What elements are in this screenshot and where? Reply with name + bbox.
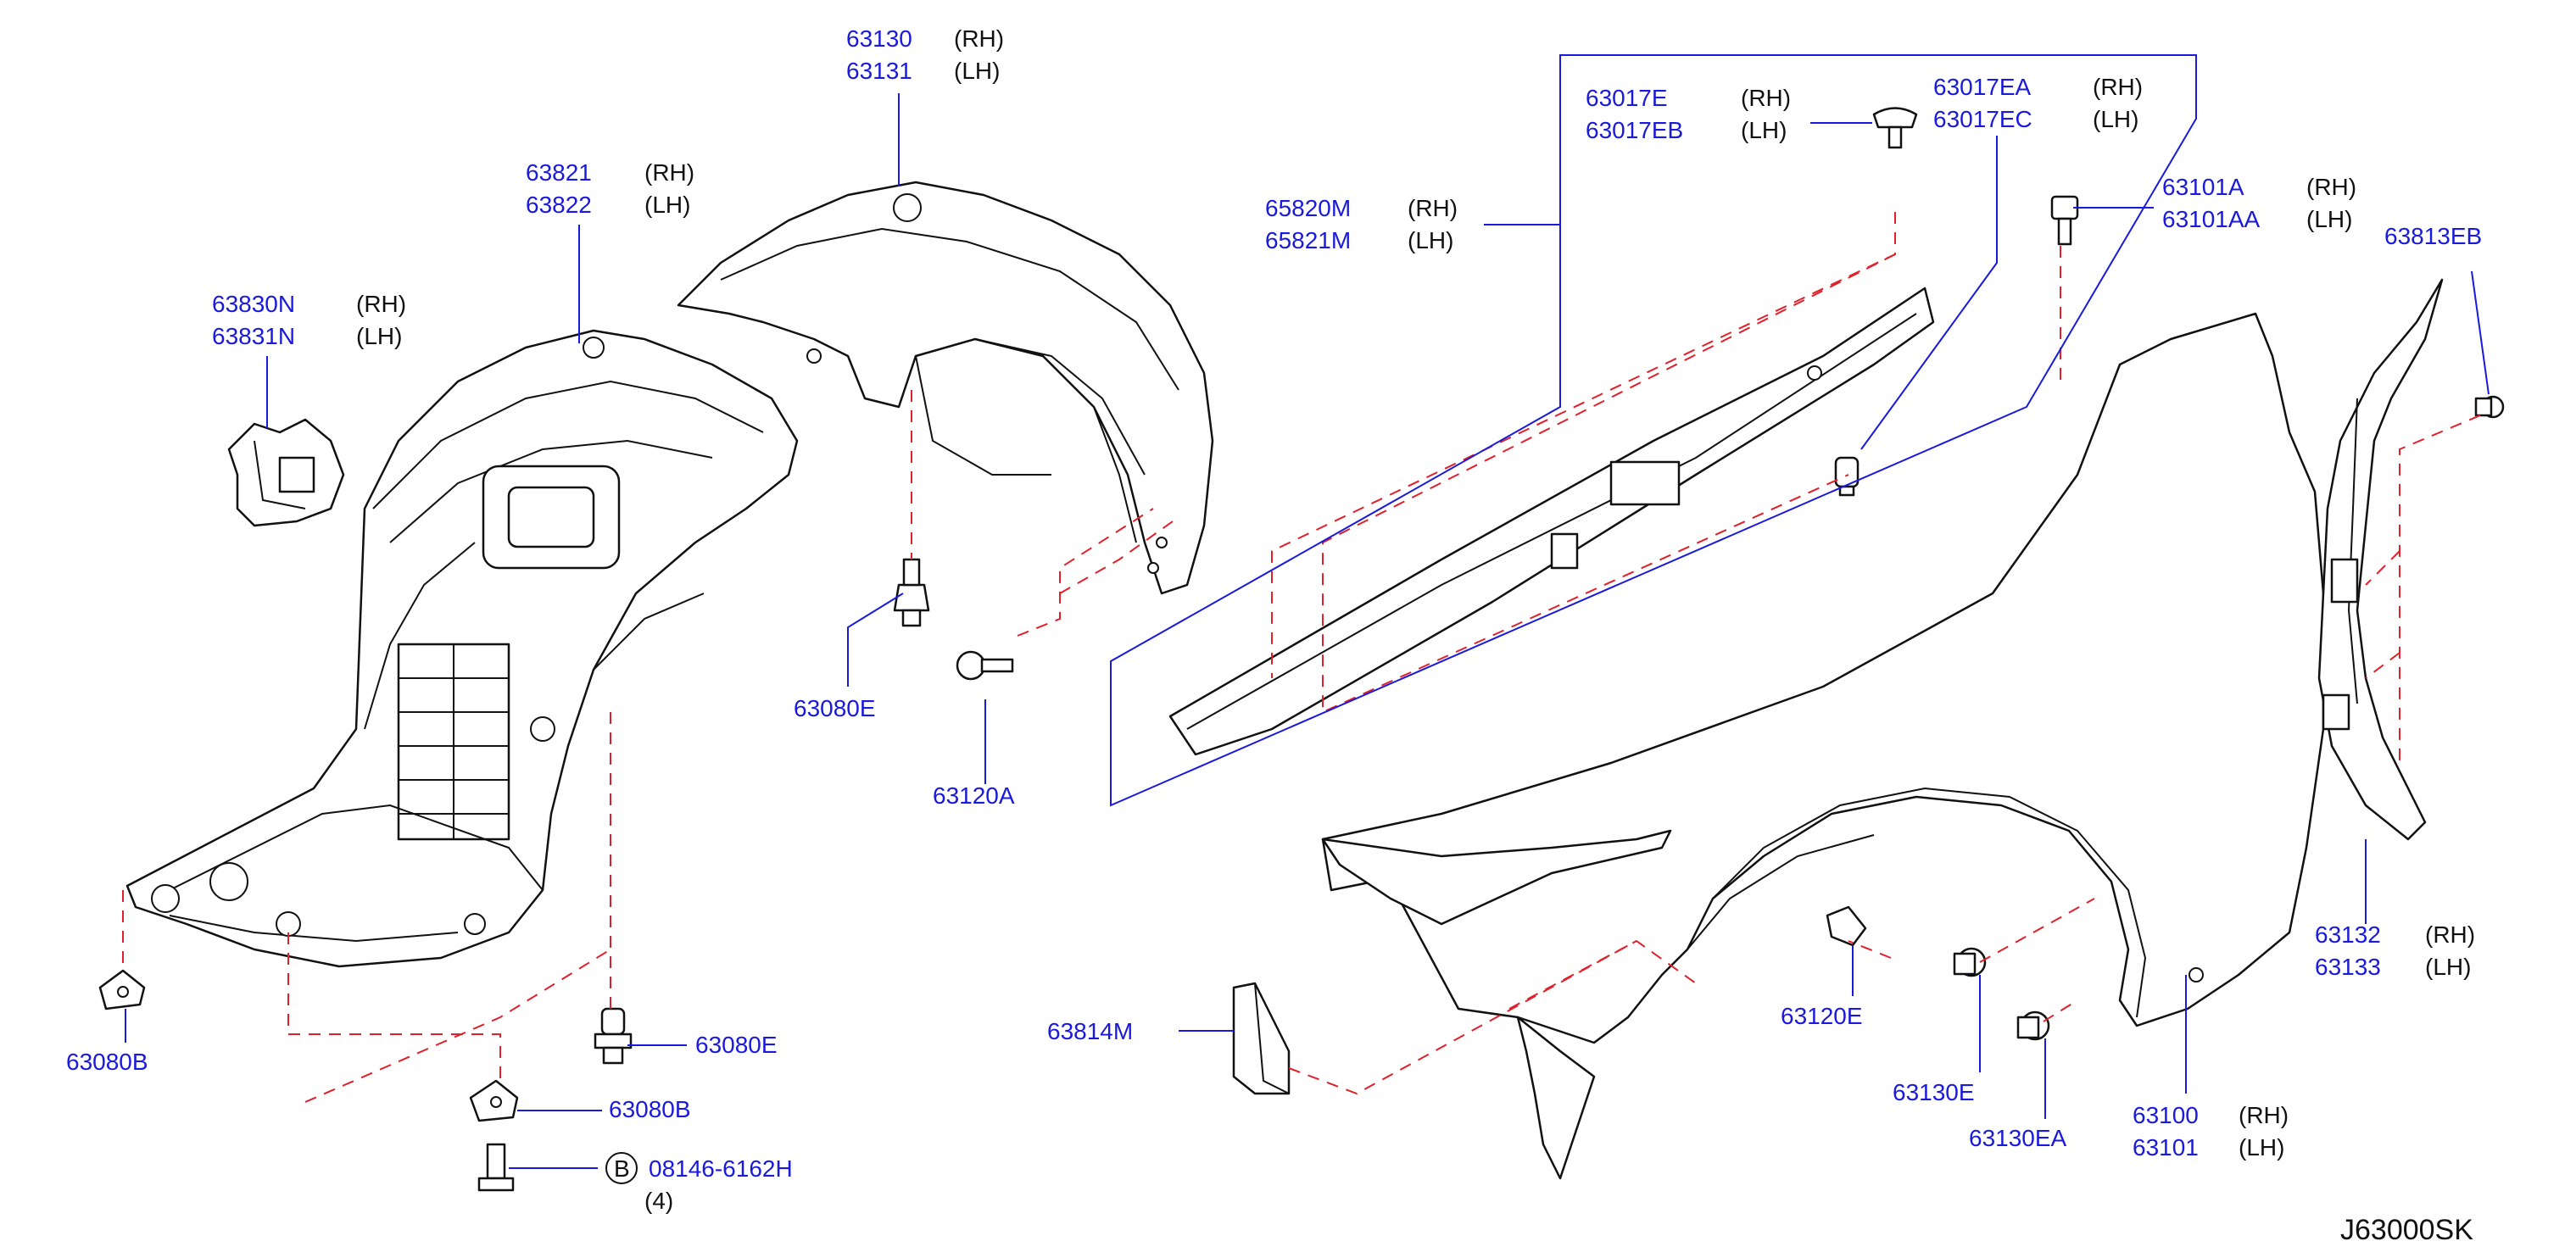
svg-text:(LH): (LH) xyxy=(2425,954,2471,980)
bolt-icon xyxy=(2050,195,2079,246)
svg-text:63830N: 63830N xyxy=(212,291,295,317)
screw-icon xyxy=(956,650,1014,681)
label-63130e: 63130E xyxy=(1893,1079,1975,1105)
svg-text:63080B: 63080B xyxy=(609,1096,691,1122)
svg-text:63017EB: 63017EB xyxy=(1586,117,1683,143)
diagram-id: J63000SK xyxy=(2340,1214,2473,1246)
svg-text:63814M: 63814M xyxy=(1047,1018,1133,1044)
label-63017ea: 63017EA (RH) 63017EC (LH) xyxy=(1933,74,2143,132)
svg-text:63133: 63133 xyxy=(2315,954,2381,980)
label-63100: 63100 (RH) 63101 (LH) xyxy=(2133,1102,2289,1161)
clip-icon xyxy=(594,1007,633,1065)
bolt-icon xyxy=(477,1143,515,1192)
svg-text:63130E: 63130E xyxy=(1893,1079,1975,1105)
label-63813eb: 63813EB xyxy=(2384,223,2482,249)
label-63821: 63821 (RH) 63822 (LH) xyxy=(526,159,694,218)
clip-icon xyxy=(2474,395,2505,419)
assembly-lines xyxy=(122,212,2481,1103)
front-fender xyxy=(1321,312,2325,1180)
svg-text:(LH): (LH) xyxy=(1408,227,1453,253)
label-63017e: 63017E (RH) 63017EB (LH) xyxy=(1586,85,1791,143)
svg-text:63131: 63131 xyxy=(846,58,912,84)
label-63130ea: 63130EA xyxy=(1969,1125,2067,1151)
svg-text:63017E: 63017E xyxy=(1586,85,1668,111)
protector-grille xyxy=(397,643,510,841)
leader-lines xyxy=(125,93,2490,1169)
grommet-icon xyxy=(1834,456,1860,497)
svg-text:(RH): (RH) xyxy=(2093,74,2143,100)
label-63080e-lower: 63080E xyxy=(695,1032,778,1058)
label-63130: 63130 (RH) 63131 (LH) xyxy=(846,25,1004,84)
svg-text:63822: 63822 xyxy=(526,192,592,218)
nut-clip-icon xyxy=(98,969,146,1010)
label-63080b-lower: 63080B xyxy=(609,1096,691,1122)
svg-text:63080B: 63080B xyxy=(66,1049,148,1075)
svg-text:(RH): (RH) xyxy=(2425,921,2475,948)
svg-text:63017EC: 63017EC xyxy=(1933,106,2032,132)
label-63101a: 63101A (RH) 63101AA (LH) xyxy=(2162,174,2356,232)
svg-text:63080E: 63080E xyxy=(794,695,876,721)
svg-text:63101A: 63101A xyxy=(2162,174,2244,200)
svg-text:(4): (4) xyxy=(644,1188,673,1214)
svg-text:65821M: 65821M xyxy=(1265,227,1351,253)
svg-text:(LH): (LH) xyxy=(2306,206,2352,232)
svg-text:(LH): (LH) xyxy=(2093,106,2138,132)
label-63120a: 63120A xyxy=(933,782,1015,809)
svg-text:63101: 63101 xyxy=(2133,1134,2199,1161)
label-63814m: 63814M xyxy=(1047,1018,1133,1044)
svg-text:(LH): (LH) xyxy=(1741,117,1787,143)
label-63120e: 63120E xyxy=(1781,1003,1863,1029)
svg-text:63100: 63100 xyxy=(2133,1102,2199,1128)
svg-text:63120E: 63120E xyxy=(1781,1003,1863,1029)
svg-text:63120A: 63120A xyxy=(933,782,1015,809)
clip-icon xyxy=(2016,1010,2050,1041)
svg-text:63080E: 63080E xyxy=(695,1032,778,1058)
svg-text:63831N: 63831N xyxy=(212,323,295,349)
label-63080b-left: 63080B xyxy=(66,1049,148,1075)
fender-protector-upper xyxy=(677,181,1214,595)
svg-text:65820M: 65820M xyxy=(1265,195,1351,221)
svg-text:(LH): (LH) xyxy=(356,323,402,349)
svg-text:08146-6162H: 08146-6162H xyxy=(649,1155,793,1182)
label-65820m: 65820M (RH) 65821M (LH) xyxy=(1265,195,1458,253)
svg-text:(RH): (RH) xyxy=(1741,85,1791,111)
clip-icon xyxy=(1953,947,1987,977)
fender-seal-63132 xyxy=(2317,278,2444,841)
label-08146-6162h: B 08146-6162H (4) xyxy=(605,1152,793,1214)
bracket-63830n xyxy=(227,418,345,527)
label-63080e-upper: 63080E xyxy=(794,695,876,721)
nut-clip-icon xyxy=(469,1079,519,1122)
svg-text:(RH): (RH) xyxy=(2306,174,2356,200)
clip-icon xyxy=(1872,107,1918,149)
label-63132: 63132 (RH) 63133 (LH) xyxy=(2315,921,2475,980)
nut-clip-icon xyxy=(1826,905,1867,947)
svg-text:63101AA: 63101AA xyxy=(2162,206,2261,232)
group-outline-65820m xyxy=(1110,54,2197,807)
svg-text:(RH): (RH) xyxy=(356,291,406,317)
svg-text:(RH): (RH) xyxy=(2239,1102,2289,1128)
svg-text:63130EA: 63130EA xyxy=(1969,1125,2067,1151)
label-63830n: 63830N (RH) 63831N (LH) xyxy=(212,291,406,349)
svg-text:(LH): (LH) xyxy=(2239,1134,2284,1161)
svg-text:(LH): (LH) xyxy=(644,192,690,218)
svg-text:63821: 63821 xyxy=(526,159,592,186)
svg-text:(LH): (LH) xyxy=(954,58,1000,84)
svg-text:(RH): (RH) xyxy=(1408,195,1458,221)
front-fender-protector xyxy=(125,329,799,968)
clip-icon xyxy=(893,558,930,627)
svg-text:(RH): (RH) xyxy=(954,25,1004,52)
seal-pad-63814m xyxy=(1232,982,1291,1095)
svg-text:(RH): (RH) xyxy=(644,159,694,186)
svg-text:63130: 63130 xyxy=(846,25,912,52)
svg-text:63813EB: 63813EB xyxy=(2384,223,2482,249)
svg-text:B: B xyxy=(614,1155,630,1182)
svg-text:63017EA: 63017EA xyxy=(1933,74,2032,100)
svg-text:63132: 63132 xyxy=(2315,921,2381,948)
hood-ledge-seal xyxy=(1168,287,1935,756)
